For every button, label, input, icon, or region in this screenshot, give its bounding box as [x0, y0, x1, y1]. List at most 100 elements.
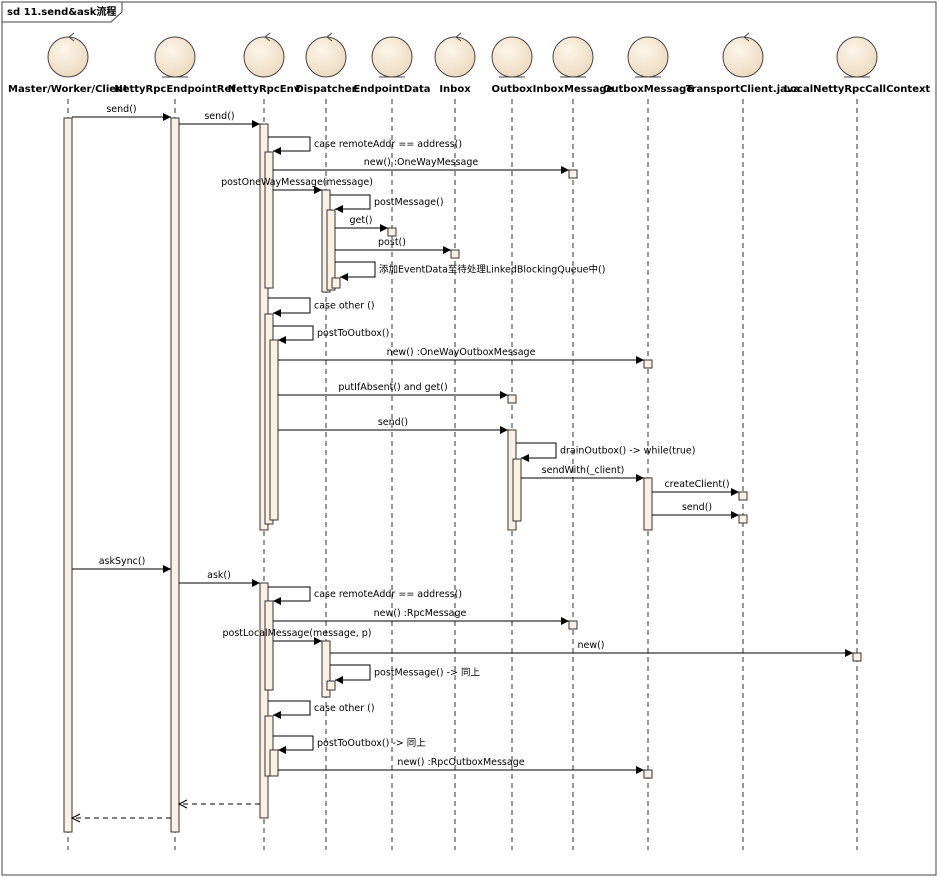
- message-line: [273, 325, 314, 341]
- participant-ref: NettyRpcEndpointRef: [114, 36, 236, 95]
- activation-bar: [643, 477, 653, 531]
- message: post(): [335, 237, 451, 254]
- control-object-icon: [243, 36, 285, 78]
- self-message: drainOutbox() -> while(true): [516, 442, 695, 462]
- activation-bar: [170, 117, 180, 833]
- arrowhead-icon: [561, 166, 569, 174]
- participant-label: Inbox: [439, 84, 471, 95]
- message-label: new() :OneWayMessage: [364, 157, 479, 168]
- self-message: postToOutbox() -> 同上: [273, 735, 426, 754]
- participant-label: InboxMessage: [533, 84, 614, 95]
- self-message: case other (): [268, 700, 375, 719]
- message-label: get(): [349, 215, 372, 226]
- control-arrow-icon: [68, 32, 75, 42]
- message: new() :OneWayMessage: [273, 157, 569, 174]
- participant-label: Outbox: [492, 84, 533, 95]
- activation-bar: [264, 715, 274, 777]
- message-arrows: send() send() case remoteAddr == address()…: [70, 104, 853, 823]
- message-label: createClient(): [664, 479, 729, 490]
- participant-env: NettyRpcEnv: [228, 32, 301, 95]
- arrowhead-icon: [636, 474, 644, 482]
- created-object-box: [643, 769, 653, 779]
- activation-bar: [326, 680, 336, 691]
- message-label: new() :OneWayOutboxMessage: [387, 347, 536, 358]
- message-label: send(): [682, 502, 712, 513]
- created-object-box: [507, 394, 517, 404]
- entity-object-icon: [491, 36, 533, 78]
- created-object-box: [568, 620, 578, 630]
- message: send(): [278, 417, 508, 434]
- message: askSync(): [72, 556, 171, 573]
- message: new() :OneWayOutboxMessage: [278, 347, 644, 364]
- arrowhead-icon: [163, 565, 171, 573]
- participant-label: NettyRpcEnv: [228, 84, 301, 95]
- arrowhead-icon: [731, 488, 739, 496]
- arrowhead-icon: [521, 454, 529, 462]
- participant-label: Master/Worker/Client: [8, 84, 128, 95]
- entity-object-icon: [836, 36, 878, 78]
- created-object-box: [738, 491, 748, 501]
- message-label: postToOutbox(): [317, 328, 389, 339]
- participant-outmsg: OutboxMessage: [603, 36, 693, 95]
- message-line: [330, 664, 371, 681]
- message-line: [516, 442, 557, 459]
- participant-label: LocalNettyRpcCallContext: [784, 84, 931, 95]
- message-label: drainOutbox() -> while(true): [560, 446, 695, 457]
- message: new(): [330, 640, 853, 657]
- arrowhead-icon: [380, 224, 388, 232]
- open-arrowhead-icon: [177, 799, 188, 809]
- control-arrow-icon: [326, 32, 333, 42]
- control-object-icon: [722, 36, 764, 78]
- self-message: postToOutbox(): [273, 325, 389, 344]
- message: new() :RpcOutboxMessage: [278, 757, 644, 774]
- activation-bar: [269, 339, 279, 521]
- arrowhead-icon: [335, 205, 343, 213]
- self-message: case remoteAddr == address(): [268, 136, 462, 155]
- message: sendWith(_client): [521, 465, 644, 482]
- arrowhead-icon: [845, 649, 853, 657]
- message: get(): [335, 215, 388, 232]
- message-label: new(): [577, 640, 604, 651]
- entity-object-icon: [627, 36, 669, 78]
- entity-object-icon: [552, 36, 594, 78]
- participant-label: TransportClient.java: [686, 84, 800, 95]
- message-line: [268, 297, 311, 314]
- activation-bar: [512, 458, 522, 522]
- created-object-box: [643, 359, 653, 369]
- participant-local: LocalNettyRpcCallContext: [784, 36, 931, 95]
- participant-heads: Master/Worker/ClientNettyRpcEndpointRefN…: [8, 32, 931, 95]
- message-line: [268, 136, 311, 152]
- message-label: new() :RpcOutboxMessage: [397, 757, 524, 768]
- message-label: postMessage() -> 同上: [374, 668, 480, 679]
- message: postOneWayMessage(message): [221, 177, 373, 194]
- arrowhead-icon: [314, 186, 322, 194]
- activation-bar: [321, 640, 331, 698]
- message-label: sendWith(_client): [542, 465, 625, 476]
- message-line: [273, 735, 314, 751]
- activation-bar: [331, 277, 341, 289]
- frame-title: sd 11.send&ask流程: [7, 5, 116, 18]
- message-label: send(): [204, 111, 234, 122]
- participant-label: Dispatcher: [295, 84, 356, 95]
- arrowhead-icon: [636, 766, 644, 774]
- arrowhead-icon: [273, 309, 281, 317]
- message-label: postMessage(): [374, 197, 444, 208]
- arrowhead-icon: [335, 676, 343, 684]
- self-message: 添加EventData至待处理LinkedBlockingQueue中(): [335, 261, 605, 281]
- message-label: postOneWayMessage(message): [221, 177, 373, 188]
- message-line: [335, 261, 376, 278]
- arrowhead-icon: [278, 336, 286, 344]
- participant-tc: TransportClient.java: [686, 32, 800, 95]
- self-message: postMessage(): [330, 194, 444, 213]
- created-object-box: [450, 249, 460, 259]
- message-label: askSync(): [99, 556, 146, 567]
- message-label: post(): [378, 237, 406, 248]
- participant-inmsg: InboxMessage: [533, 36, 614, 95]
- created-object-box: [387, 227, 397, 237]
- participant-label: EndpointData: [353, 84, 430, 95]
- activation-bars: [63, 117, 862, 833]
- message-label: send(): [378, 417, 408, 428]
- activation-bar: [264, 151, 274, 289]
